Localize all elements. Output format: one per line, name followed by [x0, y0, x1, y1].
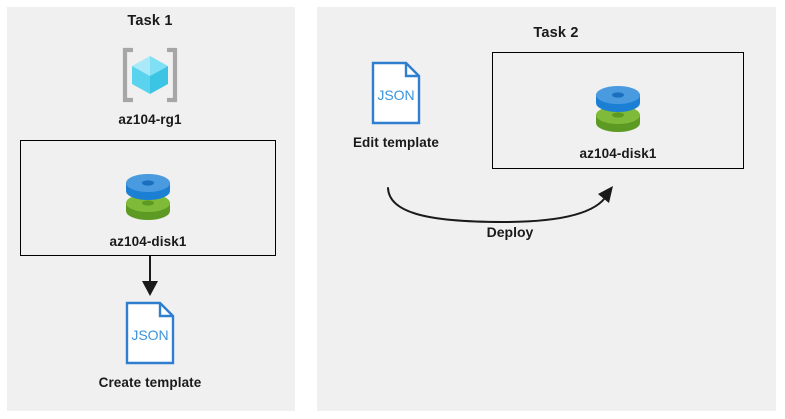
json-file-type-text: JSON — [377, 87, 414, 103]
resource-group-cube-icon — [50, 46, 250, 104]
task-1-disk-label: az104-disk1 — [109, 234, 187, 249]
managed-disk-icon — [548, 78, 688, 140]
task-1-title: Task 1 — [127, 13, 173, 29]
resource-group-label: az104-rg1 — [118, 112, 182, 127]
deploy-arrow — [387, 186, 613, 224]
edit-template-node: JSON Edit template — [332, 60, 460, 150]
deploy-arrow-label: Deploy — [486, 224, 534, 240]
create-template-node: JSON Create template — [80, 300, 220, 390]
json-file-type-text: JSON — [131, 327, 168, 343]
create-template-arrow — [142, 256, 158, 296]
task-2-disk-node: az104-disk1 — [548, 78, 688, 161]
task-1-disk-node: az104-disk1 — [78, 166, 218, 249]
managed-disk-icon — [78, 166, 218, 228]
task-2-disk-label: az104-disk1 — [579, 146, 657, 161]
json-file-icon: JSON — [80, 300, 220, 366]
resource-group-node: az104-rg1 — [50, 46, 250, 127]
task-2-title: Task 2 — [533, 25, 579, 41]
edit-template-label: Edit template — [352, 135, 440, 150]
json-file-icon: JSON — [332, 60, 460, 126]
create-template-label: Create template — [98, 375, 202, 390]
